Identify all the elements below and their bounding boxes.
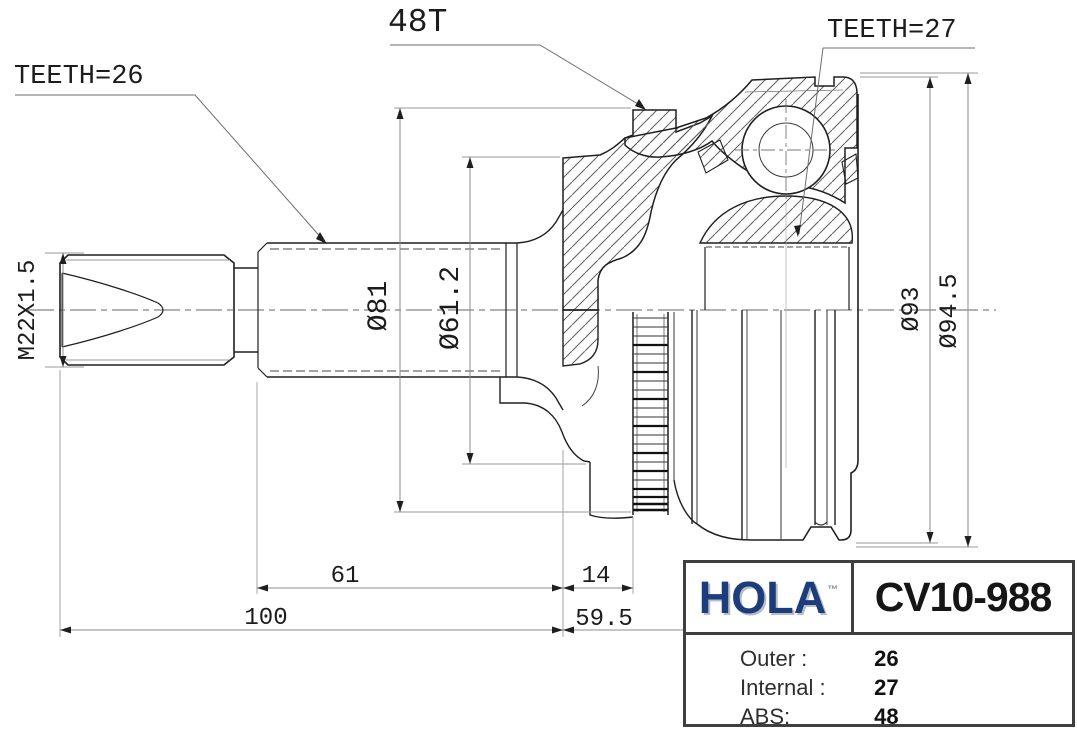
inner-race-section — [698, 195, 853, 244]
label-teeth-outer: TEETH=26 — [14, 62, 144, 92]
spec-row-abs: ABS: 48 — [740, 704, 1072, 729]
label-teeth-inner: TEETH=27 — [827, 16, 957, 46]
dim-dia-81: Ø81 — [364, 281, 395, 331]
trademark-symbol: ™ — [827, 584, 839, 596]
extension-lines — [45, 72, 978, 637]
dimension-lines — [60, 73, 969, 631]
hola-logo: HOLA™ — [699, 575, 839, 620]
dim-dia-94-5: Ø94.5 — [935, 273, 964, 348]
brand-name: HOLA — [698, 572, 827, 623]
dim-len-61: 61 — [331, 563, 360, 590]
inner-race-bore — [704, 246, 850, 310]
spec-label-internal: Internal : — [740, 675, 826, 700]
title-block: HOLA™ CV10-988 Outer : 26 Internal : 27 … — [683, 560, 1075, 729]
bell-housing-exterior — [673, 89, 859, 541]
spline-shaft — [257, 209, 564, 411]
spec-table: Outer : 26 Internal : 27 ABS: 48 — [686, 632, 1072, 729]
title-block-header: HOLA™ CV10-988 — [686, 563, 1072, 635]
dim-thread: M22X1.5 — [15, 260, 42, 361]
brand-logo-cell: HOLA™ — [686, 563, 854, 632]
spec-label-abs: ABS: — [740, 704, 791, 729]
dim-len-100: 100 — [244, 605, 287, 632]
leader-lines — [15, 44, 975, 242]
ball-bearing — [735, 99, 838, 468]
abs-ring — [632, 312, 669, 515]
shaft-neck — [234, 267, 258, 353]
dim-dia-61-2: Ø61.2 — [436, 266, 467, 350]
dimension-arrowheads — [59, 73, 972, 634]
boot-exterior — [499, 365, 634, 520]
spec-value-internal: 27 — [874, 675, 899, 700]
cage-section-left — [697, 139, 729, 174]
spec-value-abs: 48 — [874, 704, 899, 729]
label-abs-ring: 48T — [388, 4, 447, 41]
part-number-cell: CV10-988 — [854, 563, 1072, 632]
spec-label-outer: Outer : — [740, 646, 808, 671]
spec-row-internal: Internal : 27 — [740, 675, 1072, 704]
part-number: CV10-988 — [874, 574, 1053, 620]
housing-left-wall-lower — [562, 309, 599, 367]
dim-dia-93: Ø93 — [897, 286, 926, 331]
spec-row-outer: Outer : 26 — [740, 646, 1072, 675]
dim-len-14: 14 — [582, 563, 611, 590]
dim-len-59-5: 59.5 — [575, 606, 633, 633]
spec-value-outer: 26 — [874, 646, 899, 671]
leader-arrowheads — [316, 99, 801, 244]
